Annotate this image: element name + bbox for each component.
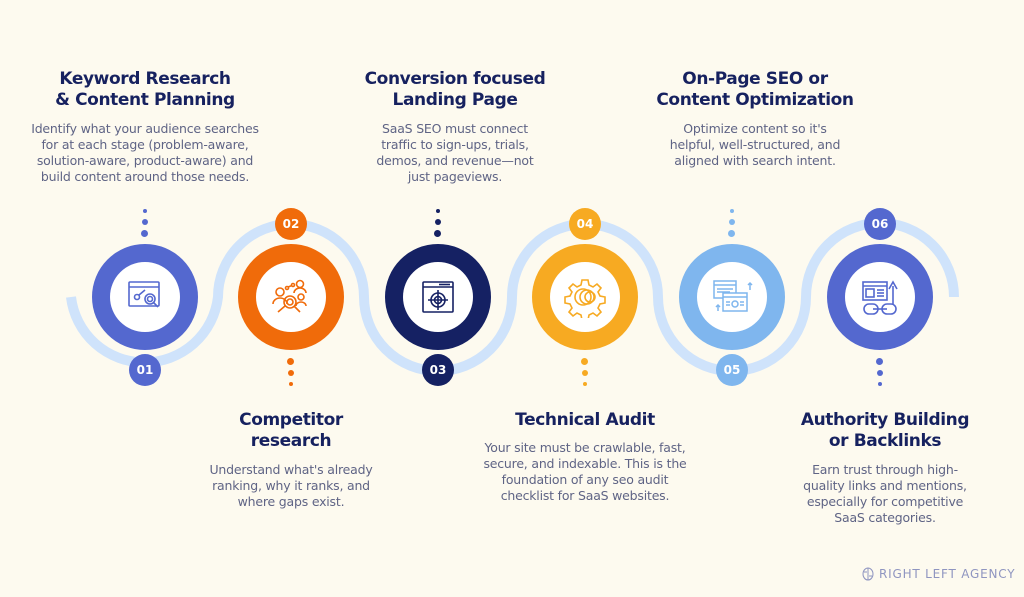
step-5-badge: 05 <box>716 354 748 386</box>
step-4-ring <box>532 244 638 350</box>
dot <box>288 370 294 376</box>
dot <box>729 219 735 225</box>
step-1-title: Keyword Research & Content Planning <box>55 69 235 110</box>
step-3-badge: 03 <box>422 354 454 386</box>
step-1-ring <box>92 244 198 350</box>
step-2-ring <box>238 244 344 350</box>
keyword-search-icon <box>128 281 160 308</box>
dot <box>289 382 293 386</box>
step-6-ring <box>827 244 933 350</box>
step-2-badge: 02 <box>275 208 307 240</box>
dot <box>876 358 883 365</box>
dot <box>878 382 882 386</box>
target-landing-page-icon <box>422 281 454 313</box>
step-4-title: Technical Audit <box>515 410 655 430</box>
dot <box>434 230 441 237</box>
step-6-description: Earn trust through high-quality links an… <box>803 462 967 525</box>
step-4-description: Your site must be crawlable, fast,secure… <box>483 440 687 503</box>
step-6-badge: 06 <box>864 208 896 240</box>
dot <box>583 382 587 386</box>
step-4-badge: 04 <box>569 208 601 240</box>
competitor-research-icon <box>272 279 307 313</box>
step-3-ring <box>385 244 491 350</box>
brain-logo-icon <box>862 567 874 581</box>
step-5-ring <box>679 244 785 350</box>
dot <box>581 358 588 365</box>
dot <box>582 370 588 376</box>
brand-logo: RIGHT LEFT AGENCY <box>862 567 1015 581</box>
backlink-chain-icon <box>862 280 898 315</box>
dot <box>143 209 147 213</box>
dot <box>287 358 294 365</box>
dot <box>142 219 148 225</box>
dot <box>435 219 441 225</box>
dot <box>730 209 734 213</box>
dot <box>436 209 440 213</box>
step-1-badge: 01 <box>129 354 161 386</box>
gear-audit-icon <box>564 279 606 318</box>
dot <box>141 230 148 237</box>
brand-name: RIGHT LEFT AGENCY <box>879 567 1016 581</box>
dot <box>728 230 735 237</box>
dot <box>877 370 883 376</box>
content-optimization-icon <box>713 280 753 312</box>
